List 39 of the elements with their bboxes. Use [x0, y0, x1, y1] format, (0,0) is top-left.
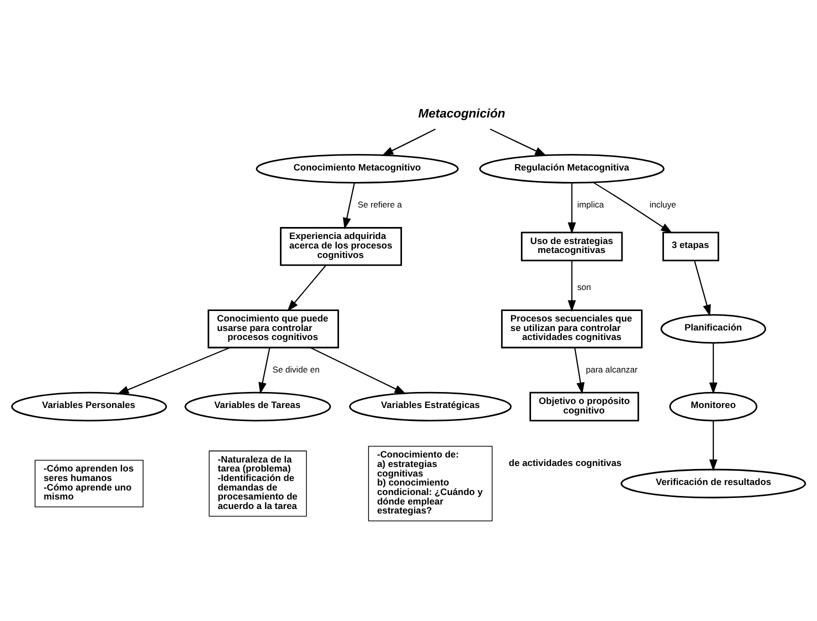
arrow — [382, 128, 436, 156]
arrow — [592, 181, 672, 233]
node-ellipse: Variables de Tareas — [184, 391, 332, 421]
arrow — [709, 420, 718, 471]
node-box: 3 etapas — [662, 231, 720, 261]
node-ellipse: Planificación — [660, 314, 766, 344]
edge-label: son — [577, 281, 592, 292]
edge-label: para alcanzar — [586, 364, 638, 374]
arrow — [568, 260, 576, 312]
node-box: -Naturaleza de la tarea (problema) -Identificación de demandas de procesamiento de acuerdo a la tarea — [208, 450, 307, 516]
arrow — [342, 182, 355, 229]
arrow — [490, 128, 547, 156]
arrow — [117, 346, 230, 394]
node-text: Metacognición — [418, 106, 506, 120]
node-box: Objetivo o propósito cognitivo — [529, 391, 640, 421]
node-box: -Conocimiento de: a) estrategias cognitivas b) conocimiento condicional: ¿Cuándo y dónde emplear estrategias? — [368, 445, 493, 521]
node-box: Experiencia adquirida acerca de los procesos cognitivos — [280, 226, 402, 266]
node-box: Procesos secuenciales que se utilizan para controlar actividades cognitivas — [501, 308, 643, 348]
node-ellipse: Variables Estratégicas — [349, 391, 512, 421]
node-ellipse: Conocimiento Metacognitivo — [256, 153, 459, 184]
node-box: -Cómo aprenden los seres humanos -Cómo aprende uno mismo — [34, 459, 144, 507]
edge-label: incluye — [650, 198, 676, 209]
node-ellipse: Variables Personales — [11, 391, 168, 421]
arrow — [310, 346, 406, 394]
node-ellipse: Monitoreo — [669, 391, 758, 421]
arrow — [258, 347, 270, 394]
edge-label: implica — [577, 198, 604, 209]
node-box: Uso de estrategias metacognitivas — [520, 231, 623, 261]
arrow — [287, 264, 326, 312]
node-ellipse: Regulación Metacognitiva — [479, 153, 665, 184]
arrow — [694, 260, 711, 316]
arrow — [709, 342, 718, 394]
node-label: de actividades cognitivas — [508, 458, 622, 468]
edge-label: Se divide en — [272, 364, 320, 374]
arrow — [568, 182, 576, 234]
node-box: Conocimiento que puede usarse para controlar procesos cognitivos — [208, 308, 340, 348]
node-ellipse: Verificación de resultados — [620, 468, 806, 498]
edge-label: Se refiere a — [358, 198, 402, 209]
arrow — [574, 347, 585, 394]
